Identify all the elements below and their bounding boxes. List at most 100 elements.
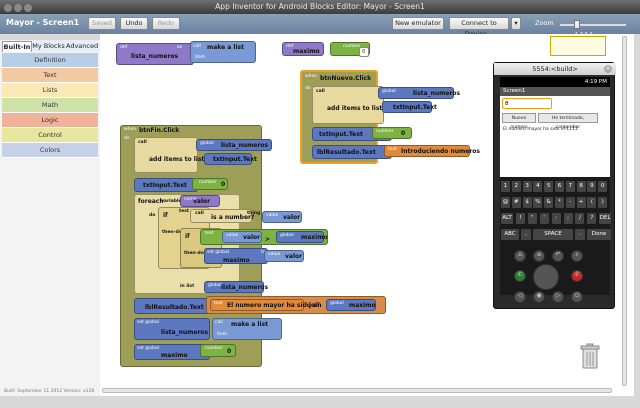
volume-up-icon[interactable]: ▷ (552, 291, 564, 303)
zoom-slider-knob[interactable] (574, 20, 580, 29)
key-3-02[interactable]: 3 (522, 181, 532, 192)
key--33[interactable]: . (575, 229, 585, 240)
number-zero-block-2[interactable]: number 0 (372, 127, 412, 139)
category-control[interactable]: Control (2, 128, 98, 143)
menu-hw-icon[interactable]: ≡ (533, 250, 545, 262)
volume-down-icon[interactable]: ◁ (514, 291, 526, 303)
global-lista-getter[interactable]: global lista_numeros (378, 87, 460, 99)
key--17[interactable]: + (576, 197, 586, 208)
text-introduciendo-block[interactable]: text Introduciendo numeros (384, 145, 480, 157)
key-space-32[interactable]: SPACE (533, 229, 573, 240)
key-5-04[interactable]: 5 (544, 181, 554, 192)
call-add-items-block[interactable]: call add items to list (312, 86, 384, 124)
key--27[interactable]: ? (587, 213, 597, 224)
save-button[interactable]: Saved (88, 17, 116, 30)
key--31[interactable]: , (521, 229, 531, 240)
number-zero-block[interactable]: number 0 (330, 42, 370, 57)
key-done-34[interactable]: Done (587, 229, 611, 240)
category-colors[interactable]: Colors (2, 143, 98, 158)
comprobar-button[interactable]: He terminado, comprobar (538, 113, 598, 130)
undo-button[interactable]: Undo (120, 17, 148, 30)
dpad-icon[interactable] (533, 264, 559, 290)
set-global-lista-block[interactable]: set global lista_numeros (134, 318, 210, 340)
result-text-block[interactable]: text El numero mayor ha sido el (210, 299, 319, 311)
end-call-hw-icon[interactable]: ✆ (571, 270, 583, 282)
fin-make-list-block[interactable]: call make a list item (212, 318, 282, 340)
def-lista-block[interactable]: def lista_numeros as (116, 43, 194, 65)
key--23[interactable]: ' (539, 213, 549, 224)
key--16[interactable]: - (565, 197, 575, 208)
set-resultado-block[interactable]: lblResultado.Text (312, 145, 392, 159)
value-getter-2[interactable]: value valor (222, 231, 262, 243)
key--13[interactable]: % (533, 197, 543, 208)
category-math[interactable]: Math (2, 98, 98, 113)
close-icon[interactable] (4, 4, 12, 12)
new-emulator-button[interactable]: New emulator (392, 17, 444, 30)
vertical-scrollbar[interactable] (622, 36, 627, 386)
emulator-close-icon[interactable]: × (604, 65, 612, 73)
txtinput-getter[interactable]: txtInput.Text (382, 101, 437, 113)
set-global-maximo-block[interactable]: set global maximo to (204, 248, 268, 264)
call-hw-icon[interactable]: ✆ (514, 270, 526, 282)
maximize-icon[interactable] (24, 4, 32, 12)
key-abc-30[interactable]: ABC (501, 229, 519, 240)
camera-hw-icon[interactable]: ◉ (533, 291, 545, 303)
foreach-var-name-block[interactable]: name valor (180, 195, 220, 207)
phone-screen[interactable]: 4:19 PM Screen1 8 Nuevo numero He termin… (500, 77, 610, 177)
key--14[interactable]: & (544, 197, 554, 208)
def-maximo-name[interactable]: maximo (293, 48, 320, 55)
window-controls[interactable] (4, 3, 34, 17)
horizontal-scrollbar[interactable] (102, 388, 612, 393)
in-list-global-getter[interactable]: global lista_numeros (204, 281, 268, 293)
key--15[interactable]: * (555, 197, 564, 208)
fin-txtinput-getter[interactable]: txtInput.Text (204, 153, 257, 165)
zoom-slider-track[interactable] (560, 24, 626, 26)
key-6-05[interactable]: 6 (555, 181, 564, 192)
back-hw-icon[interactable]: ↶ (552, 250, 564, 262)
workspace-minimap[interactable] (550, 36, 606, 56)
key-del-28[interactable]: DEL (599, 213, 612, 224)
key-9-08[interactable]: 9 (587, 181, 597, 192)
fin-global-lista-getter[interactable]: global lista_numeros (196, 139, 272, 151)
key-4-03[interactable]: 4 (533, 181, 543, 192)
key-1-00[interactable]: 1 (501, 181, 510, 192)
power-hw-icon[interactable]: ⏻ (571, 291, 583, 303)
minimize-icon[interactable] (14, 4, 22, 12)
make-list-block[interactable]: call make a list item (190, 41, 256, 63)
is-number-block[interactable]: call is a number? thing (190, 209, 260, 223)
key--11[interactable]: # (511, 197, 521, 208)
fin-number-zero-block[interactable]: number 0 (192, 178, 228, 190)
key--10[interactable]: @ (501, 197, 510, 208)
tab-my-blocks[interactable]: My Blocks (32, 42, 65, 50)
key--21[interactable]: ! (515, 213, 525, 224)
category-lists[interactable]: Lists (2, 83, 98, 98)
trash-icon[interactable] (580, 343, 600, 369)
redo-button[interactable]: Redo (152, 17, 180, 30)
fin-number-zero-block-2[interactable]: number 0 (200, 344, 236, 357)
key--12[interactable]: $ (522, 197, 532, 208)
fin-set-txtinput-block[interactable]: txtInput.Text (134, 178, 198, 192)
category-definition[interactable]: Definition (2, 53, 98, 68)
connect-dropdown-button[interactable]: ▾ (511, 17, 521, 30)
category-text[interactable]: Text (2, 68, 98, 83)
key-0-09[interactable]: 0 (598, 181, 608, 192)
tab-built-in[interactable]: Built-In (2, 41, 32, 52)
set-global-maximo-reset-block[interactable]: set global maximo (134, 344, 210, 360)
fin-set-resultado-block[interactable]: lblResultado.Text (134, 298, 214, 314)
key-alt-20[interactable]: ALT (501, 213, 513, 224)
value-getter-1[interactable]: value valor (262, 211, 302, 223)
fin-call-add-items-block[interactable]: call add items to list (134, 137, 204, 173)
tab-advanced[interactable]: Advanced (66, 42, 99, 50)
home-hw-icon[interactable]: ⌂ (514, 250, 526, 262)
key--18[interactable]: ( (587, 197, 597, 208)
key-2-01[interactable]: 2 (511, 181, 521, 192)
def-maximo-block[interactable]: def maximo (282, 42, 324, 56)
key--26[interactable]: / (575, 213, 585, 224)
number-value[interactable]: 0 (359, 47, 369, 57)
key--24[interactable]: : (551, 213, 561, 224)
connect-device-button[interactable]: Connect to Device... (449, 17, 509, 38)
join-global-maximo-getter[interactable]: global maximo (326, 299, 376, 311)
key--19[interactable]: ) (598, 197, 608, 208)
number-input[interactable]: 8 (502, 98, 552, 109)
search-hw-icon[interactable]: ⌕ (571, 250, 583, 262)
